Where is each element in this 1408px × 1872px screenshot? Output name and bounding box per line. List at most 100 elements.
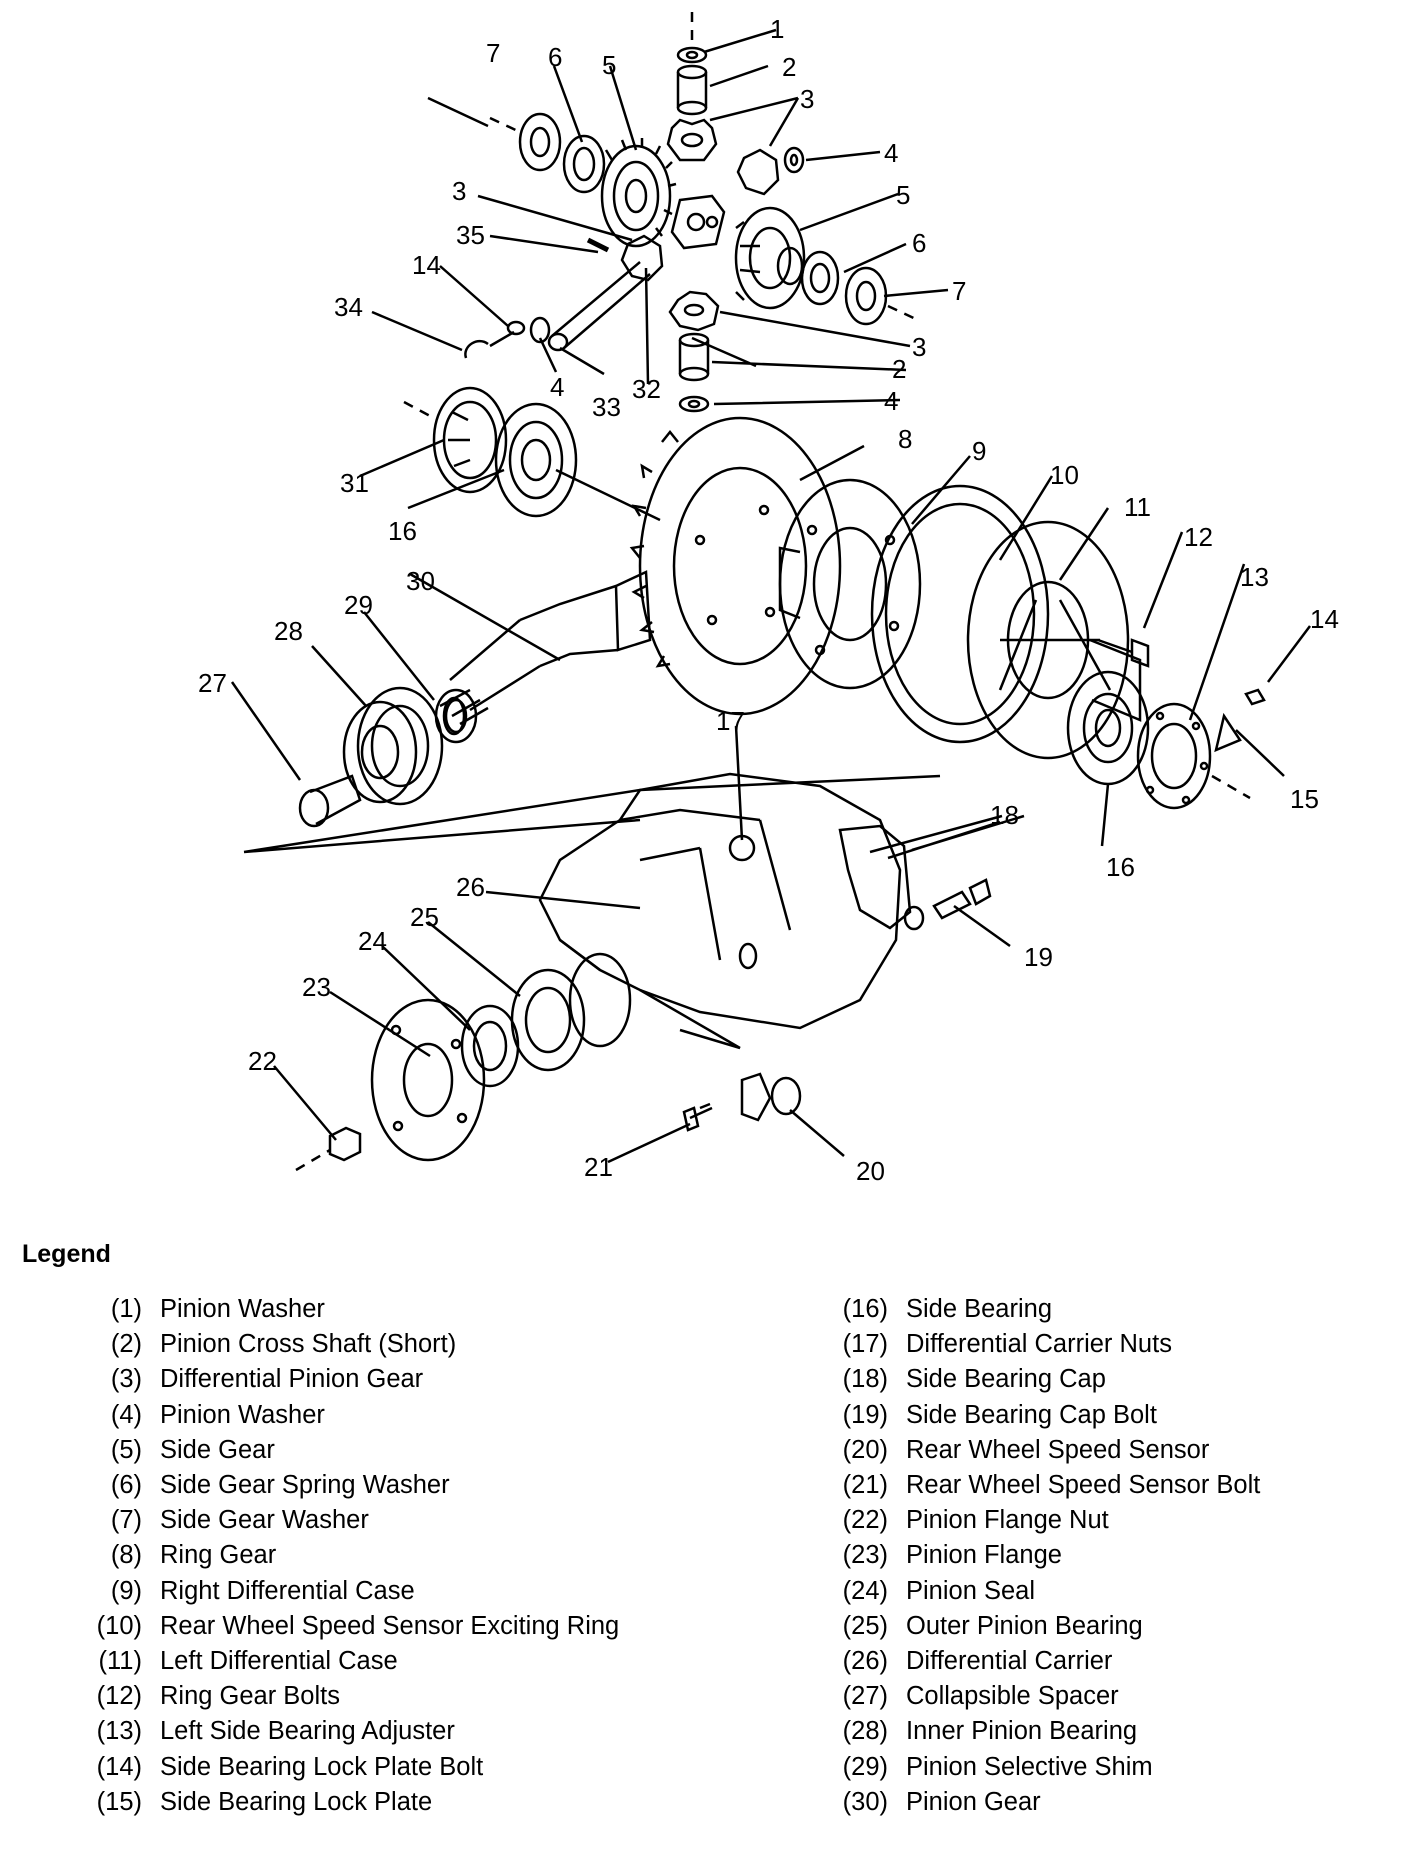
callout-7b: 7: [952, 276, 966, 306]
legend-item-number: (10): [96, 1611, 142, 1640]
legend-item: (26)Differential Carrier: [806, 1644, 1408, 1679]
callout-6b: 6: [912, 228, 926, 258]
legend-item: (16)Side Bearing: [806, 1292, 1408, 1327]
callout-19: 19: [1024, 942, 1053, 972]
parts-drawing: [230, 12, 1311, 1172]
legend-item: (14) Side Bearing Lock Plate Bolt: [60, 1749, 700, 1784]
callout-21: 21: [584, 1152, 613, 1182]
legend-item: (8)Ring Gear: [60, 1538, 700, 1573]
legend-item: (17)Differential Carrier Nuts: [806, 1327, 1408, 1362]
legend-item: (6) Side Gear Spring Washer: [60, 1468, 700, 1503]
legend-item-label: Pinion Gear: [906, 1787, 1041, 1816]
differential-carrier-part: [538, 772, 902, 1030]
callout-20: 20: [856, 1156, 885, 1186]
legend-item-label: Side Gear Spring Washer: [160, 1471, 450, 1500]
callout-5b: 5: [602, 50, 616, 80]
legend-item: (11) Left Differential Case: [60, 1644, 700, 1679]
callout-4b: 4: [550, 372, 564, 402]
pinion-washer-part: [676, 46, 708, 64]
callout-16: 16: [388, 516, 417, 546]
callout-28: 28: [274, 616, 303, 646]
callout-29: 29: [344, 590, 373, 620]
legend-item-label: Pinion Seal: [906, 1576, 1036, 1605]
callout-3c: 3: [912, 332, 926, 362]
legend-item: (3)Differential Pinion Gear: [60, 1362, 700, 1397]
ring-gear-part: [638, 416, 842, 716]
callout-10: 10: [1050, 460, 1079, 490]
legend-item-label: Ring Gear: [160, 1541, 277, 1570]
legend-item-number: (19): [842, 1400, 888, 1429]
left-differential-case-part: [966, 520, 1130, 760]
callout-25: 25: [410, 902, 439, 932]
callout-3: 3: [800, 84, 814, 114]
legend-item: (22)Pinion Flange Nut: [806, 1503, 1408, 1538]
legend-item: (24) Pinion Seal: [806, 1574, 1408, 1609]
callout-35: 35: [456, 220, 485, 250]
callout-26: 26: [456, 872, 485, 902]
legend-item-number: (20): [842, 1435, 888, 1464]
legend-item-number: (25): [842, 1611, 888, 1640]
callout-2b: 2: [892, 354, 906, 384]
callout-31: 31: [340, 468, 369, 498]
legend-item: (20) Rear Wheel Speed Sensor: [806, 1433, 1408, 1468]
legend-item-number: (30): [842, 1787, 888, 1816]
legend-item-label: Right Differential Case: [160, 1576, 415, 1605]
callout-4: 4: [884, 138, 898, 168]
legend-item-number: (18): [842, 1365, 888, 1394]
legend-item: (10) Rear Wheel Speed Sensor Exciting Rin…: [60, 1609, 700, 1644]
callout-7: 7: [486, 38, 500, 68]
legend-item: (9) Right Differential Case: [60, 1574, 700, 1609]
callout-23: 23: [302, 972, 331, 1002]
legend-item-label: Pinion Flange Nut: [906, 1506, 1109, 1535]
legend-item-label: Rear Wheel Speed Sensor: [906, 1435, 1210, 1464]
legend-item: (28)Inner Pinion Bearing: [806, 1714, 1408, 1749]
exciting-ring-part: [870, 484, 1050, 744]
legend-item-number: (5): [110, 1435, 142, 1464]
callout-3b: 3: [452, 176, 466, 206]
legend-item-number: (16): [842, 1295, 888, 1324]
bearing-adjuster-part: [1136, 702, 1212, 810]
callout-17: 17: [716, 706, 745, 736]
legend-item-label: Rear Wheel Speed Sensor Exciting Ring: [160, 1611, 620, 1640]
legend-item-label: Ring Gear Bolts: [160, 1682, 340, 1711]
callout-16b: 16: [1106, 852, 1135, 882]
legend-item-label: Pinion Flange: [906, 1541, 1062, 1570]
callout-11: 11: [1124, 492, 1151, 522]
legend-item-number: (9): [110, 1576, 142, 1605]
callout-13: 13: [1240, 562, 1269, 592]
legend-item-label: Collapsible Spacer: [906, 1682, 1119, 1711]
callout-5: 5: [896, 180, 910, 210]
legend-item-number: (29): [842, 1752, 888, 1781]
legend-item-number: (6): [110, 1471, 142, 1500]
callout-8: 8: [898, 424, 912, 454]
legend-item-number: (21): [842, 1471, 888, 1500]
legend-item-label: Side Gear: [160, 1435, 275, 1464]
pinion-gear-part: [666, 118, 718, 162]
legend-item-number: (27): [842, 1682, 888, 1711]
pinion-flange-part: [370, 998, 486, 1162]
legend-item-label: Side Gear Washer: [160, 1506, 369, 1535]
legend-item-label: Left Differential Case: [160, 1646, 398, 1675]
legend-item: (18) Side Bearing Cap: [806, 1362, 1408, 1397]
legend-item: (13)Left Side Bearing Adjuster: [60, 1714, 700, 1749]
legend-title: Legend: [22, 1240, 111, 1268]
legend-item-number: (14): [96, 1752, 142, 1781]
callout-33: 33: [592, 392, 621, 422]
legend-item-number: (11): [98, 1646, 142, 1675]
legend-item-number: (3): [110, 1365, 142, 1394]
legend-item: (2)Pinion Cross Shaft (Short): [60, 1327, 700, 1362]
legend-item: (15)Side Bearing Lock Plate: [60, 1785, 700, 1820]
callout-22: 22: [248, 1046, 277, 1076]
legend-item-number: (28): [842, 1717, 888, 1746]
callout-9: 9: [972, 436, 986, 466]
legend-item: (12)Ring Gear Bolts: [60, 1679, 700, 1714]
legend-column-right: (16)Side Bearing (17)Differential Carrie…: [806, 1292, 1408, 1820]
legend-item-label: Side Bearing Cap: [906, 1365, 1106, 1394]
legend-item: (1)Pinion Washer: [60, 1292, 700, 1327]
legend-item-number: (7): [110, 1506, 142, 1535]
callout-4c: 4: [884, 386, 898, 416]
legend-item-label: Pinion Washer: [160, 1400, 325, 1429]
legend-item: (21)Rear Wheel Speed Sensor Bolt: [806, 1468, 1408, 1503]
legend-item-number: (24): [842, 1576, 888, 1605]
legend-item-label: Side Bearing Lock Plate Bolt: [160, 1752, 484, 1781]
